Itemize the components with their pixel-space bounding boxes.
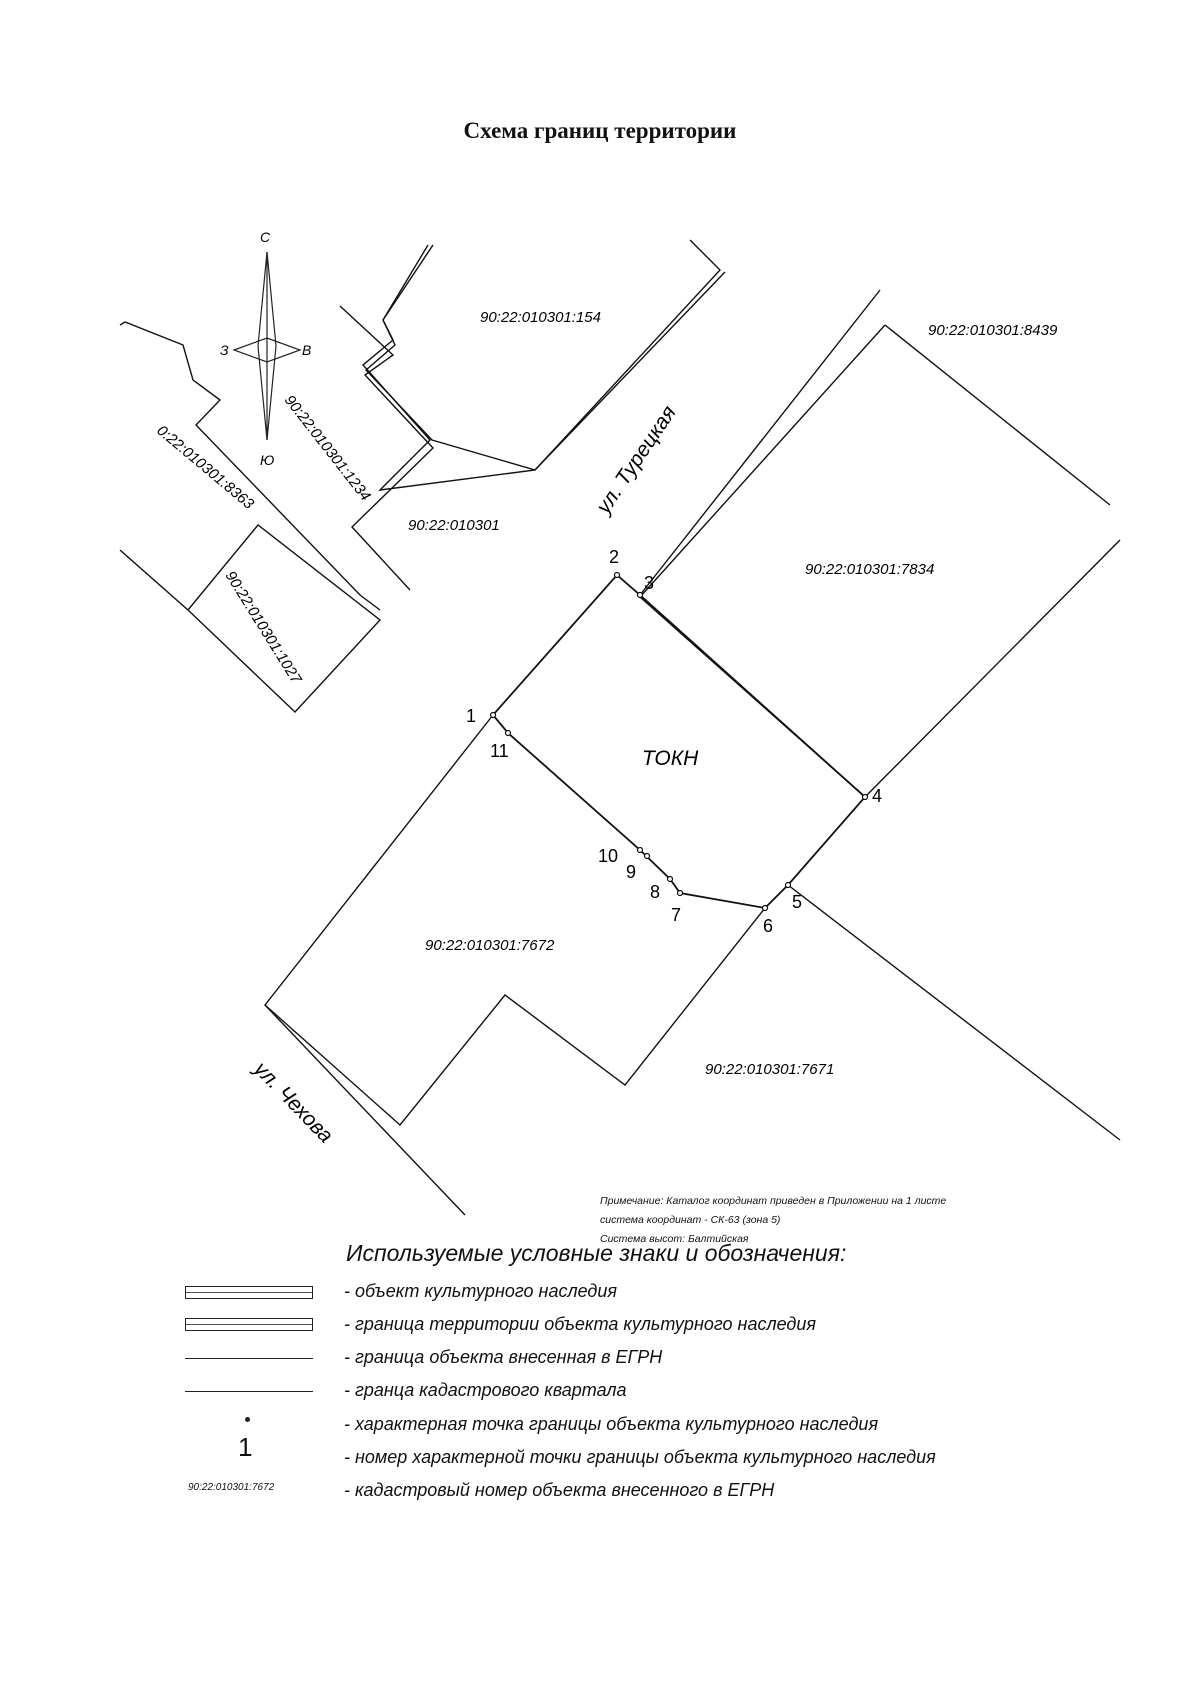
point-number: 6	[763, 916, 773, 936]
note-line-3: Система высот: Балтийская	[600, 1233, 749, 1245]
parcel-1027-boundary	[119, 524, 382, 713]
compass-north: С	[260, 229, 271, 245]
point-number: 1	[466, 706, 476, 726]
legend-symbol-heritage-territory	[185, 1318, 313, 1331]
legend-item: - объект культурного наследия	[344, 1281, 617, 1301]
point-number: 7	[671, 905, 681, 925]
legend-item: - граница территории объекта культурного…	[344, 1314, 816, 1334]
parcel-154-boundary	[361, 239, 721, 491]
note-line-1: Примечание: Каталог координат приведен в…	[600, 1195, 947, 1207]
parcel-label-154: 90:22:010301:154	[480, 309, 601, 326]
compass-rose	[232, 251, 302, 441]
street-label-turetskaya: ул. Турецкая	[591, 402, 681, 520]
legend-symbol-point-number: 1	[238, 1432, 253, 1462]
parcel-8439-top	[884, 324, 1111, 506]
legend-symbol-point	[245, 1417, 250, 1422]
compass-west: З	[220, 342, 229, 358]
parcel-8363-boundary	[119, 321, 381, 611]
compass-east: В	[302, 342, 311, 358]
boundary-points	[489, 571, 869, 912]
parcel-label-1027: 90:22:010301:1027	[222, 568, 305, 687]
legend-title: Используемые условные знаки и обозначени…	[346, 1240, 847, 1266]
parcel-label-7671: 90:22:010301:7671	[705, 1061, 834, 1078]
parcel-1234-boundary	[339, 305, 434, 591]
parcel-7672-line	[264, 1004, 466, 1216]
legend-item: - номер характерной точки границы объект…	[344, 1447, 936, 1467]
point-number: 4	[872, 786, 882, 806]
point-number: 9	[626, 862, 636, 882]
object-label-tokn: ТОКН	[642, 747, 699, 770]
legend-item: - гранца кадастрового квартала	[344, 1380, 627, 1400]
legend-item: - кадастровый номер объекта внесенного в…	[344, 1480, 775, 1500]
point-number: 3	[644, 573, 654, 593]
tokn-object-boundary	[491, 573, 867, 909]
parcel-7671-boundary	[787, 884, 1121, 1141]
page-title: Схема границ территории	[463, 118, 737, 143]
street-label-chekhova: ул. Чехова	[248, 1056, 337, 1147]
point-number: 11	[490, 741, 509, 761]
legend-symbol-heritage-object	[185, 1286, 313, 1299]
point-number: 2	[609, 547, 619, 567]
legend-symbol-quarter-boundary	[185, 1391, 313, 1392]
parcel-label-1234: 90:22:010301:1234	[281, 392, 374, 504]
legend-item: - характерная точка границы объекта куль…	[344, 1414, 879, 1434]
parcel-label-quarter: 90:22:010301	[408, 517, 500, 534]
legend-item: - граница объекта внесенная в ЕГРН	[344, 1347, 663, 1367]
legend-symbol-cadastral: 90:22:010301:7672	[188, 1482, 275, 1493]
parcel-label-7834: 90:22:010301:7834	[805, 561, 934, 578]
parcel-label-7672: 90:22:010301:7672	[425, 937, 555, 954]
point-number: 5	[792, 892, 802, 912]
parcel-154-outline	[364, 244, 726, 471]
note-line-2: система координат - СК-63 (зона 5)	[600, 1214, 781, 1226]
legend-symbol-egrn-boundary	[185, 1358, 313, 1359]
parcel-label-8439: 90:22:010301:8439	[928, 322, 1058, 339]
point-number: 10	[598, 846, 618, 866]
compass-south: Ю	[260, 452, 274, 468]
point-number: 8	[650, 882, 660, 902]
parcel-7672-boundary	[264, 714, 766, 1127]
parcel-8439-boundary	[639, 289, 881, 596]
